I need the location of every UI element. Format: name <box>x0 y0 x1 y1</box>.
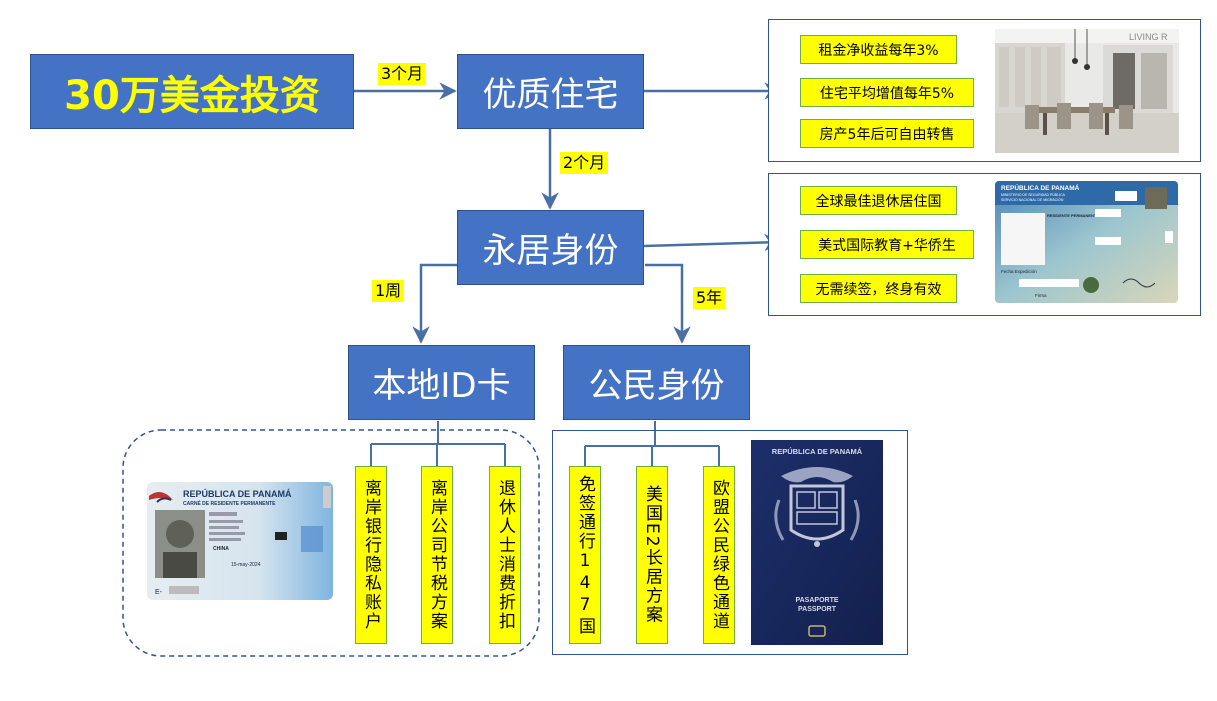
local-id-benefit-item: 退休人士消费折扣 <box>489 466 521 644</box>
housing-benefit-item: 租金净收益每年3% <box>800 35 957 64</box>
citizenship-benefit-item: 美国E2长居方案 <box>636 466 668 644</box>
citizenship-benefits-panel <box>552 430 908 655</box>
edge-label-5-years: 5年 <box>693 287 726 309</box>
living-room-caption: LIVING R <box>1129 32 1168 42</box>
svg-text:Fecha Expedición: Fecha Expedición <box>1001 269 1037 274</box>
id-card-header: REPÚBLICA DE PANAMÁ <box>183 488 292 499</box>
svg-text:15-may-2024: 15-may-2024 <box>231 562 261 568</box>
svg-text:SERVICIO NACIONAL DE MIGRACIÓN: SERVICIO NACIONAL DE MIGRACIÓN <box>1001 197 1064 202</box>
arrow-residency-to-localid <box>412 263 457 344</box>
living-room-photo: LIVING R <box>995 29 1179 153</box>
residency-benefit-item: 全球最佳退休居住国 <box>800 186 957 215</box>
local-id-benefit-item: 离岸银行隐私账户 <box>355 466 387 644</box>
residency-benefit-item: 美式国际教育+华侨生 <box>800 230 974 259</box>
housing-node: 优质住宅 <box>457 54 644 129</box>
edge-label-1-week: 1周 <box>372 280 405 302</box>
svg-text:CHINA: CHINA <box>213 546 229 552</box>
passport-header: REPÚBLICA DE PANAMÁ <box>772 447 863 456</box>
resident-card-header: REPÚBLICA DE PANAMÁ <box>1001 183 1080 192</box>
svg-text:RESIDENTE PERMANENTE: RESIDENTE PERMANENTE <box>1047 213 1099 218</box>
arrow-residency-to-citizenship <box>645 263 691 344</box>
local-id-panel <box>122 429 540 657</box>
citizenship-benefit-item: 欧盟公民绿色通道 <box>703 466 735 644</box>
edge-label-3-months: 3个月 <box>378 63 427 85</box>
svg-text:CARNÉ DE RESIDENTE PERMANENTE: CARNÉ DE RESIDENTE PERMANENTE <box>183 499 276 507</box>
investment-node: 30万美金投资 <box>30 54 354 129</box>
residency-benefit-item: 无需续签，终身有效 <box>800 274 957 303</box>
housing-benefit-item: 住宅平均增值每年5% <box>800 78 974 107</box>
residency-node: 永居身份 <box>457 210 644 285</box>
resident-card-image: REPÚBLICA DE PANAMÁ MINISTERIO DE SEGURI… <box>995 181 1178 303</box>
local-id-node: 本地ID卡 <box>348 345 535 420</box>
citizenship-node: 公民身份 <box>563 345 750 420</box>
housing-benefit-item: 房产5年后可自由转售 <box>800 119 974 148</box>
arrow-residency-to-benefits <box>643 233 782 252</box>
local-id-benefit-item: 离岸公司节税方案 <box>421 466 453 644</box>
svg-text:PASAPORTE: PASAPORTE <box>795 597 838 604</box>
panama-id-card-image: REPÚBLICA DE PANAMÁ CARNÉ DE RESIDENTE P… <box>147 482 333 600</box>
svg-text:E-: E- <box>155 589 163 596</box>
svg-text:MINISTERIO DE SEGURIDAD PÚBLIC: MINISTERIO DE SEGURIDAD PÚBLICA <box>1001 193 1066 197</box>
svg-text:PASSPORT: PASSPORT <box>798 606 837 613</box>
edge-label-2-months: 2个月 <box>560 152 609 174</box>
citizenship-benefit-item: 免签通行147国 <box>569 466 601 644</box>
panama-passport-image: REPÚBLICA DE PANAMÁ PASAPORTE PASSPORT <box>751 440 883 645</box>
svg-text:Firma: Firma <box>1035 293 1047 298</box>
